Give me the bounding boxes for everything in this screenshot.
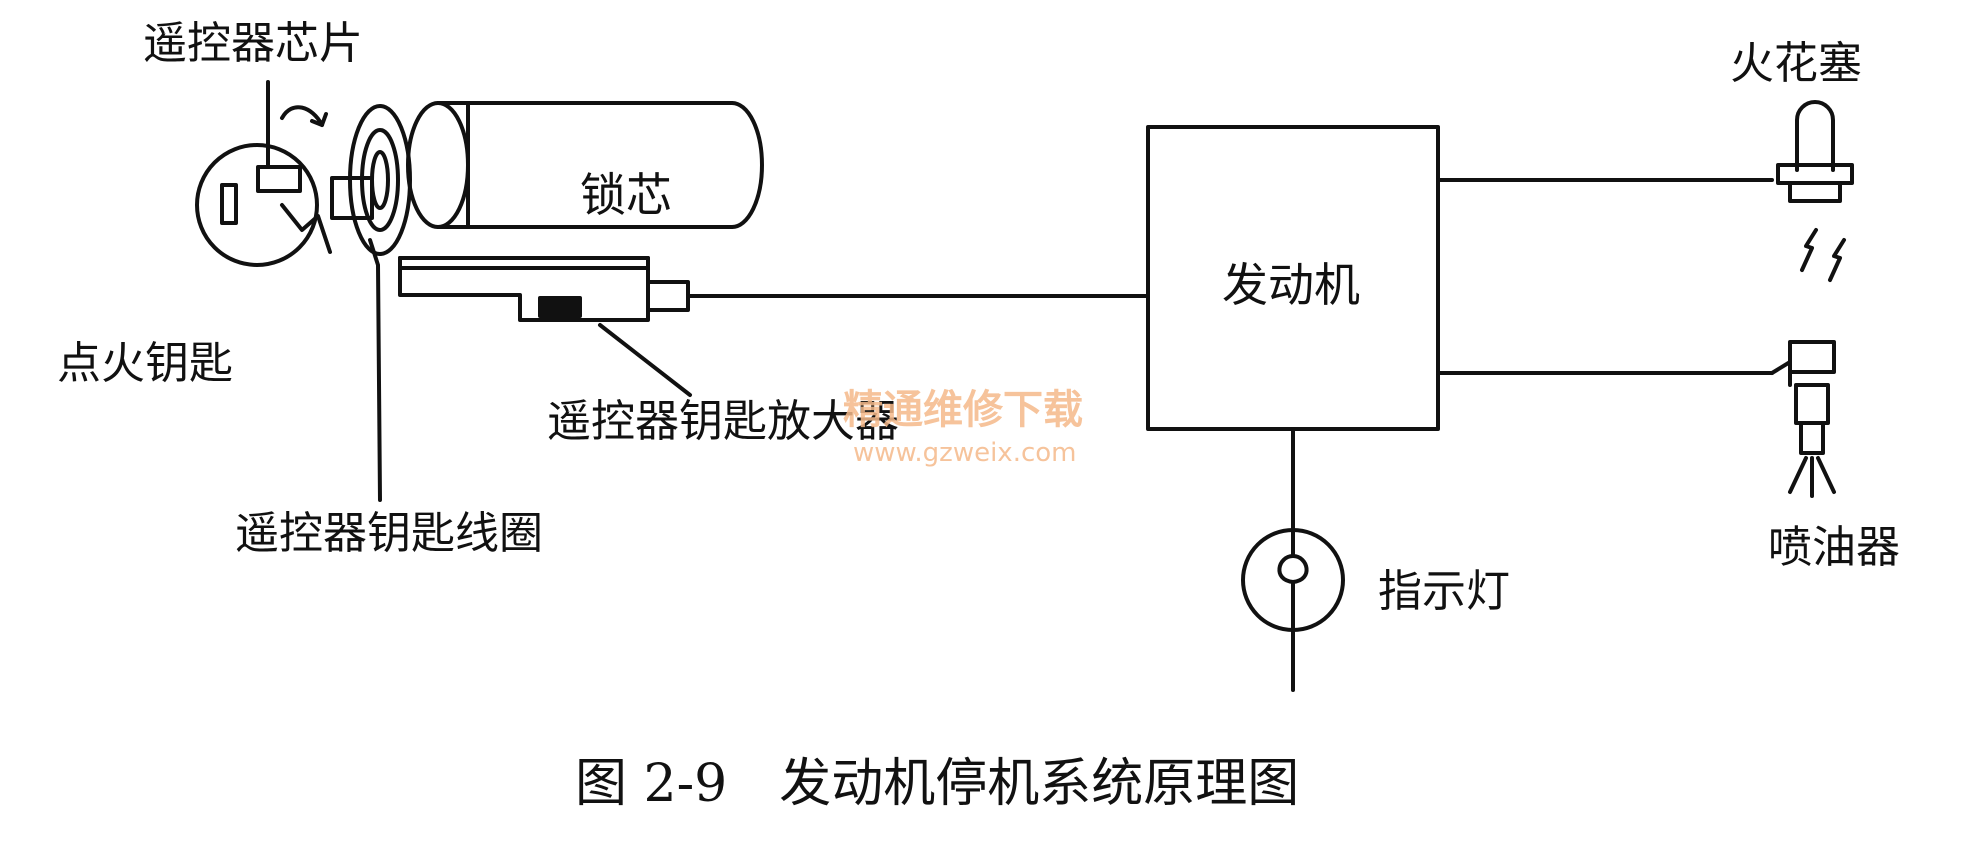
key-amplifier-label: 遥控器钥匙放大器 [547,396,899,447]
key-amplifier-pointer [598,323,692,397]
key-coil-pointer [368,238,382,502]
spark-plug [1776,100,1854,282]
indicator-lamp [1241,528,1345,632]
ignition-key [195,105,374,267]
engine-label: 发动机 [1222,258,1360,312]
spark-plug-label: 火花塞 [1730,38,1862,89]
indicator-label: 指示灯 [1378,566,1510,617]
watermark-url: www.gzweix.com [853,438,1077,468]
ignition-key-label: 点火钥匙 [57,338,233,389]
injector-label: 喷油器 [1768,522,1900,573]
watermark-title: 精通维修下载 [843,387,1083,433]
figure-caption: 图 2-9 发动机停机系统原理图 [575,754,1300,814]
fuel-injector [1770,340,1836,498]
remote-chip-label: 遥控器芯片 [143,18,363,69]
lock-cylinder [348,101,764,322]
key-coil-label: 遥控器钥匙线圈 [235,508,543,559]
lock-cylinder-label: 锁芯 [580,168,672,222]
